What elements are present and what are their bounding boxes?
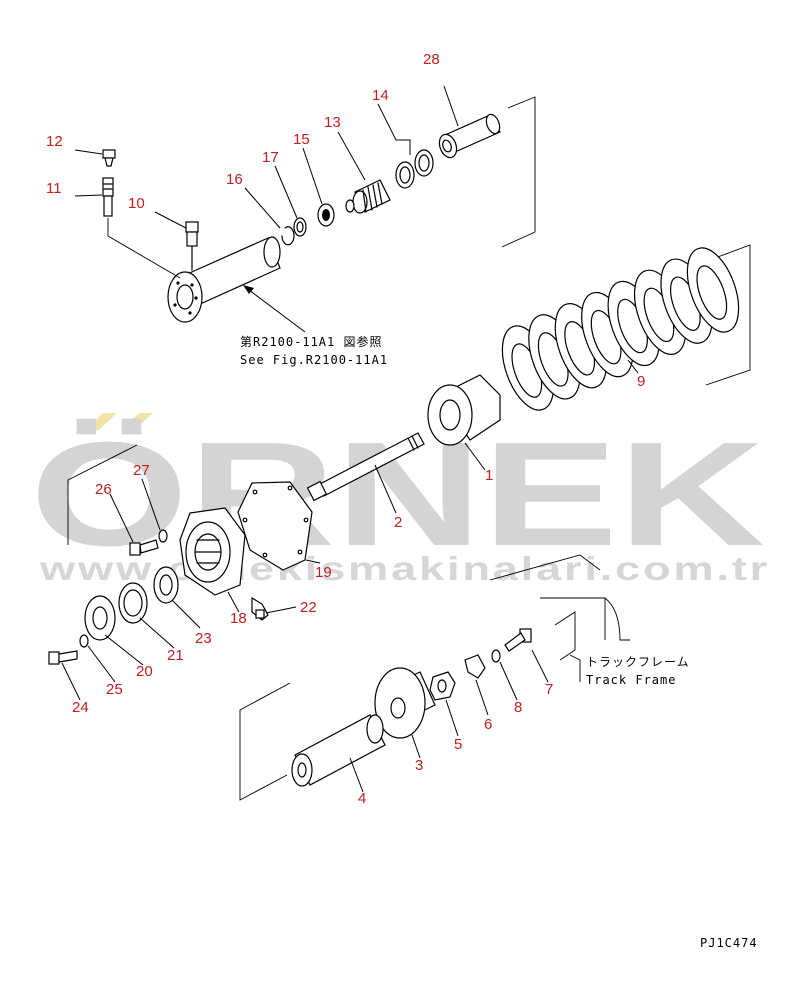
callout-20: 20 xyxy=(136,663,153,680)
part-20-plate xyxy=(84,595,116,641)
callout-12: 12 xyxy=(46,133,63,150)
see-fig-en: See Fig.R2100-11A1 xyxy=(240,353,388,367)
upper-assembly: 第R2100-11A1 図参照 See Fig.R2100-11A1 xyxy=(102,96,536,367)
part-19-gasket xyxy=(237,481,313,571)
part-26-bolt xyxy=(129,539,159,556)
watermark-url: www.ornekismakinalari.com.tr xyxy=(39,550,770,587)
callout-8: 8 xyxy=(514,699,522,716)
callout-18: 18 xyxy=(230,610,247,627)
part-9-spring xyxy=(501,244,751,411)
callout-17: 17 xyxy=(262,149,279,166)
callout-labels: 28 14 13 15 17 16 10 12 11 9 1 2 19 18 2… xyxy=(46,51,645,807)
callout-9: 9 xyxy=(637,373,645,390)
left-assembly xyxy=(48,444,313,665)
part-10-valve xyxy=(185,221,199,271)
track-frame-jp: トラックフレーム xyxy=(586,655,690,669)
callout-26: 26 xyxy=(95,481,112,498)
callout-2: 2 xyxy=(394,514,402,531)
part-22-fitting xyxy=(251,596,269,621)
part-1-holder xyxy=(427,374,501,446)
callout-22: 22 xyxy=(300,599,317,616)
part-7-bolt xyxy=(504,628,532,652)
part-8-washer xyxy=(491,649,501,663)
part-16-snap-ring xyxy=(281,226,295,246)
callout-19: 19 xyxy=(315,564,332,581)
part-23-ring xyxy=(153,566,179,604)
part-25-washer xyxy=(79,634,89,648)
callout-25: 25 xyxy=(106,681,123,698)
callout-24: 24 xyxy=(72,699,89,716)
callout-10: 10 xyxy=(128,195,145,212)
callout-11: 11 xyxy=(46,180,62,197)
callout-3: 3 xyxy=(415,757,423,774)
lower-assembly: トラックフレーム Track Frame xyxy=(239,554,690,801)
callout-13: 13 xyxy=(324,114,341,131)
callout-6: 6 xyxy=(484,716,492,733)
part-27-washer xyxy=(158,529,168,543)
part-4-shaft xyxy=(291,714,386,787)
callout-15: 15 xyxy=(293,131,310,148)
part-15-bearing xyxy=(317,203,335,227)
part-3-wheel xyxy=(374,667,436,739)
callout-21: 21 xyxy=(167,647,184,664)
part-24-bolt xyxy=(48,650,78,665)
callout-5: 5 xyxy=(454,736,462,753)
watermark: ÖRNEK www.ornekismakinalari.com.tr xyxy=(30,412,770,587)
track-frame-en: Track Frame xyxy=(586,673,676,687)
part-14-rings xyxy=(395,149,434,189)
callout-28: 28 xyxy=(423,51,440,68)
part-11-nipple xyxy=(102,177,181,279)
watermark-accent-right xyxy=(121,413,153,430)
callout-14: 14 xyxy=(372,87,389,104)
part-17-washer xyxy=(293,217,307,237)
part-13-piston xyxy=(345,179,391,214)
pipe-with-flange xyxy=(167,236,281,323)
part-28-cylinder xyxy=(438,113,501,159)
part-12-fitting xyxy=(102,149,116,167)
part-2-bolt xyxy=(306,432,425,502)
see-fig-jp: 第R2100-11A1 図参照 xyxy=(240,334,382,349)
drawing-code: PJ1C474 xyxy=(700,936,758,950)
callout-23: 23 xyxy=(195,630,212,647)
watermark-accent-left xyxy=(85,413,117,430)
callout-16: 16 xyxy=(226,171,243,188)
part-21-seal xyxy=(118,582,148,624)
part-6-block xyxy=(464,654,486,679)
leader-lines xyxy=(61,85,639,793)
spring-coil-inner xyxy=(696,265,728,320)
callout-27: 27 xyxy=(133,462,150,479)
callout-7: 7 xyxy=(545,681,553,698)
part-5-nut xyxy=(429,671,456,701)
part-18-housing xyxy=(179,507,246,596)
callout-4: 4 xyxy=(358,790,366,807)
callout-1: 1 xyxy=(485,467,493,484)
